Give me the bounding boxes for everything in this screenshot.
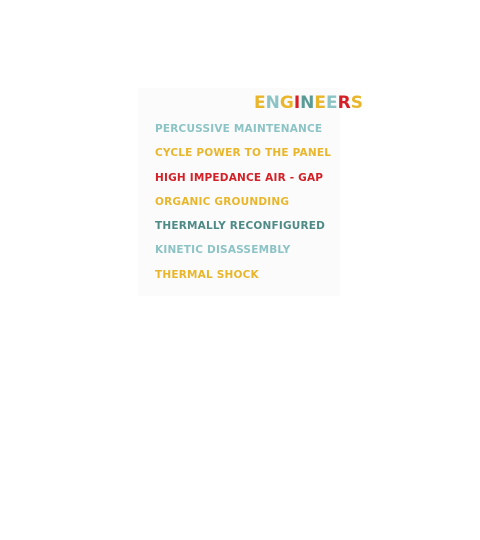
engineering-terms-list: PERCUSSIVE MAINTENANCE CYCLE POWER TO TH… [155,121,355,291]
term-line-percussive-maintenance: PERCUSSIVE MAINTENANCE [155,123,323,135]
term-line-high-impedance: HIGH IMPEDANCE AIR - GAP [155,171,324,184]
text-panel-background [138,88,340,296]
title-letter: E [254,93,266,113]
term-line-thermally-reconfigured: THERMALLY RECONFIGURED [155,220,326,233]
title-letter: N [300,93,315,113]
term-line-kinetic-disassembly: KINETIC DISASSEMBLY [155,244,291,257]
title-letter: S [350,93,363,113]
term-line-organic-grounding: ORGANIC GROUNDING [155,195,290,208]
title-letter: N [265,93,280,113]
title-letter: R [337,93,351,113]
engineers-title: ENGINEERS [254,92,363,114]
title-letter: G [279,93,294,113]
title-letter: E [326,93,338,113]
term-line-cycle-power: CYCLE POWER TO THE PANEL [155,147,332,160]
title-letter: E [314,93,327,113]
term-line-thermal-shock: THERMAL SHOCK [155,268,259,281]
title-letter: I [293,93,301,113]
